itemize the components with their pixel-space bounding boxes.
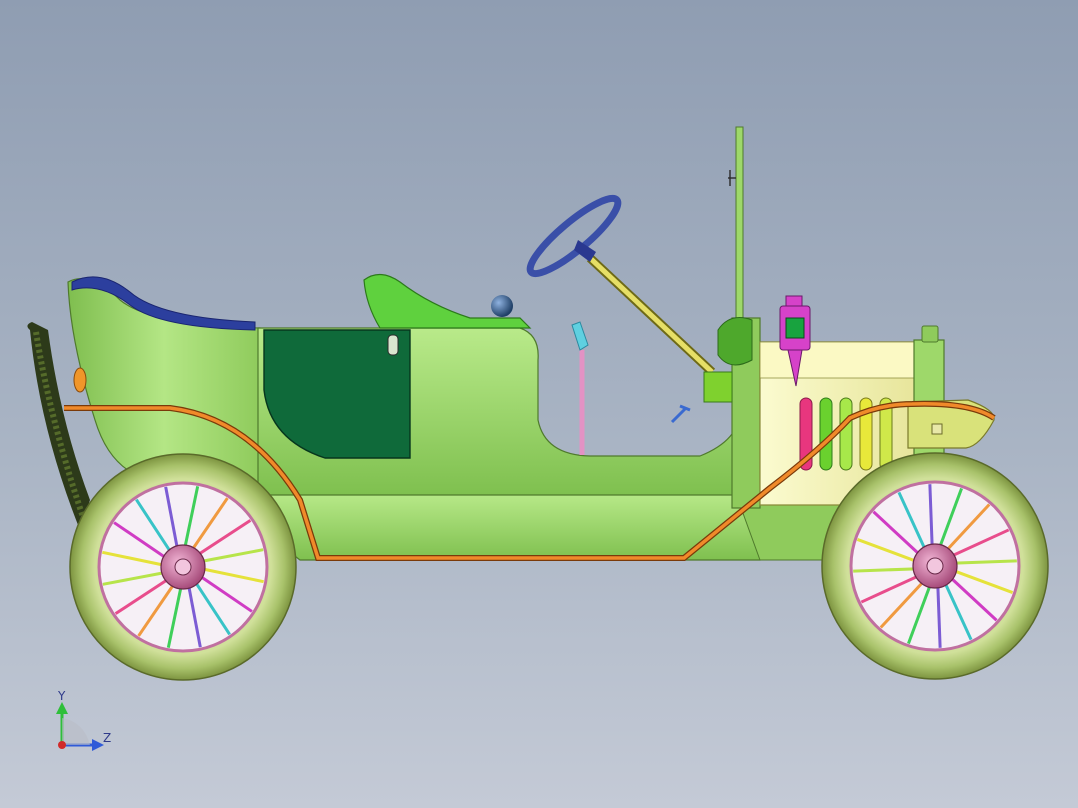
- headlamp[interactable]: [907, 399, 995, 449]
- chassis[interactable]: [228, 491, 841, 561]
- wheel-spoke: [907, 584, 932, 645]
- wheel-spoke: [102, 550, 164, 567]
- windshield-post[interactable]: [728, 126, 744, 326]
- wheel-spoke: [953, 569, 1014, 594]
- wheel-spoke: [951, 528, 1010, 558]
- y-axis-label: Y: [57, 689, 66, 703]
- firewall[interactable]: [703, 317, 761, 509]
- wheel-spoke: [187, 585, 202, 648]
- wheel-spoke: [199, 575, 253, 613]
- wheel-spoke: [945, 503, 991, 552]
- fender-trim[interactable]: [64, 400, 996, 561]
- wheel-spoke: [853, 567, 916, 573]
- lamp-window-icon: [785, 317, 805, 339]
- wheel-spoke: [928, 484, 934, 547]
- wheel-spoke: [202, 567, 264, 584]
- steering-assembly[interactable]: [522, 189, 716, 376]
- wheel-spoke: [201, 548, 264, 563]
- pedal[interactable]: [670, 404, 691, 424]
- steering-wheel-icon[interactable]: [522, 189, 626, 282]
- gear-lever[interactable]: [571, 321, 589, 455]
- wheel-spoke: [197, 519, 252, 556]
- shift-knob-icon[interactable]: [491, 295, 513, 317]
- wheel-spoke: [943, 582, 973, 641]
- wheel-spoke: [194, 581, 231, 636]
- origin-icon: [58, 741, 66, 749]
- side-lamp[interactable]: [779, 295, 811, 387]
- tail-lamp-icon[interactable]: [73, 367, 87, 393]
- radiator-cap-icon[interactable]: [921, 325, 939, 343]
- wheel-spoke: [872, 510, 921, 556]
- wheel-spoke: [879, 580, 925, 629]
- wheel-spoke: [938, 487, 963, 548]
- front-seat[interactable]: [363, 273, 532, 329]
- wheel-spoke: [183, 486, 200, 548]
- door-handle-icon[interactable]: [387, 334, 399, 356]
- wheel-spoke: [164, 486, 179, 549]
- wheel-spoke: [954, 559, 1017, 565]
- axis-triad: Y Z: [56, 689, 111, 751]
- front-spokes: [853, 484, 1017, 648]
- wheel-spoke: [856, 538, 917, 563]
- wheel-spoke: [949, 576, 998, 622]
- wheel-spoke: [102, 571, 165, 586]
- door-panel[interactable]: [263, 329, 411, 459]
- rear-wheel[interactable]: [69, 453, 297, 681]
- wheel-spoke: [135, 498, 172, 553]
- rear-spokes: [102, 486, 264, 648]
- wheel-spoke: [166, 586, 183, 648]
- front-wheel[interactable]: [821, 452, 1049, 680]
- wheel-spoke: [897, 491, 927, 550]
- z-axis-label: Z: [103, 731, 111, 745]
- wheel-spoke: [860, 574, 919, 604]
- wheel-spoke: [113, 521, 167, 559]
- wheel-spoke: [191, 497, 229, 551]
- wheel-spoke: [114, 578, 169, 615]
- wheel-spoke: [936, 585, 942, 648]
- wheel-spoke: [137, 583, 175, 637]
- spare-tire[interactable]: [27, 322, 90, 530]
